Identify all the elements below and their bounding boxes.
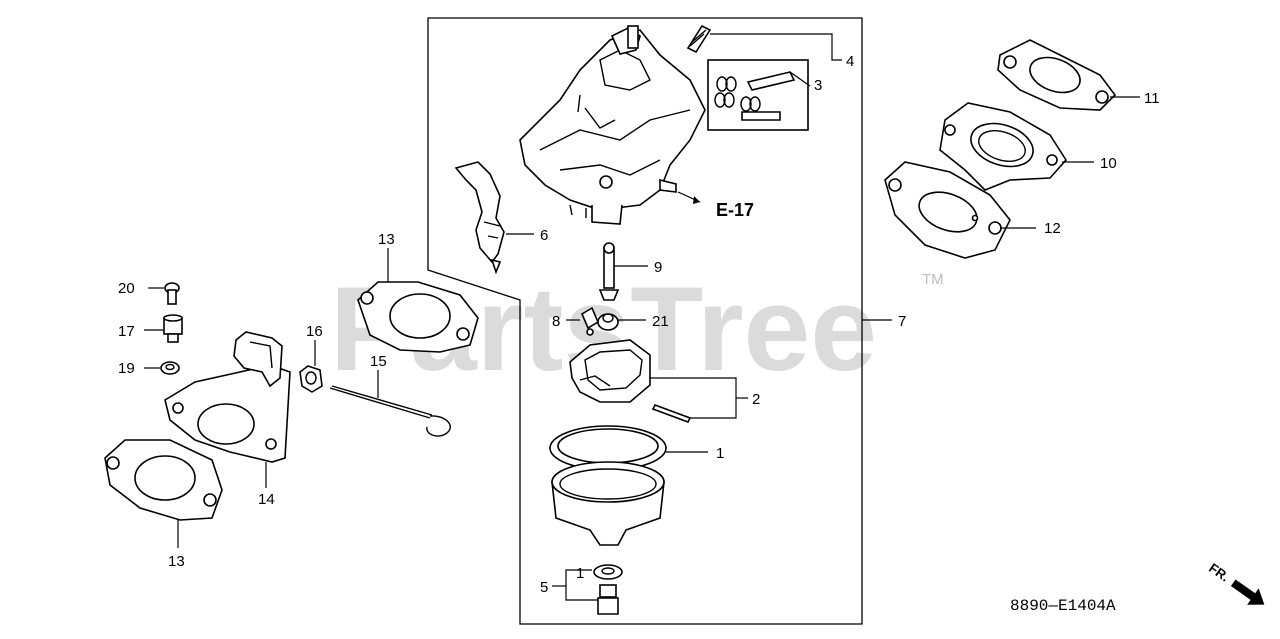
trademark: TM <box>922 271 944 288</box>
callout-17: 17 <box>118 323 135 340</box>
callout-12: 12 <box>1044 220 1061 237</box>
callout-11: 11 <box>1144 90 1160 107</box>
float-bowl <box>551 461 665 546</box>
callout-16: 16 <box>306 323 323 340</box>
callout-13-upper: 13 <box>378 231 395 248</box>
callout-14: 14 <box>258 491 275 508</box>
float-valve <box>597 313 619 331</box>
gasket-lower-right <box>884 161 1011 259</box>
float-bowl-gasket <box>549 425 667 471</box>
screw-20 <box>164 282 180 305</box>
springs-and-screws <box>714 71 796 121</box>
choke-rod <box>329 385 451 437</box>
callout-8: 8 <box>552 313 560 330</box>
assembly-frame <box>427 17 863 625</box>
joint-17 <box>163 314 183 343</box>
callout-4: 4 <box>846 53 854 70</box>
front-direction-arrow-icon: FR. <box>1206 560 1265 605</box>
bowl-bolt <box>597 584 619 615</box>
choke-lever <box>454 161 505 275</box>
reference-label: E-17 <box>716 200 754 220</box>
gasket-lower-left <box>104 439 223 521</box>
callout-10: 10 <box>1100 155 1117 172</box>
float-valve-needle <box>598 242 620 301</box>
carburetor-insulator <box>939 102 1068 191</box>
direction-label: FR. <box>1206 560 1232 584</box>
callout-21: 21 <box>652 313 669 330</box>
callout-3: 3 <box>814 77 822 94</box>
drawing-code: 8890—E1404A <box>1010 597 1116 615</box>
callout-6: 6 <box>540 227 548 244</box>
callout-13-lower: 13 <box>168 553 185 570</box>
pilot-screw <box>686 24 712 54</box>
gasket-upper-left <box>357 281 479 353</box>
choke-bracket <box>164 331 291 463</box>
callout-2: 2 <box>752 391 760 408</box>
callout-1-washer: 1 <box>576 565 584 582</box>
callout-1: 1 <box>716 445 724 462</box>
callout-5: 5 <box>540 579 548 596</box>
callout-19: 19 <box>118 360 135 377</box>
callout-7: 7 <box>898 313 906 330</box>
callout-15: 15 <box>370 353 387 370</box>
callout-9: 9 <box>654 259 662 276</box>
nut-19 <box>160 361 180 375</box>
gasket-upper-right <box>997 39 1117 111</box>
carburetor-body <box>519 25 706 225</box>
callout-20: 20 <box>118 280 135 297</box>
grommet <box>299 365 323 393</box>
bowl-washer <box>593 564 623 580</box>
float <box>569 339 692 423</box>
